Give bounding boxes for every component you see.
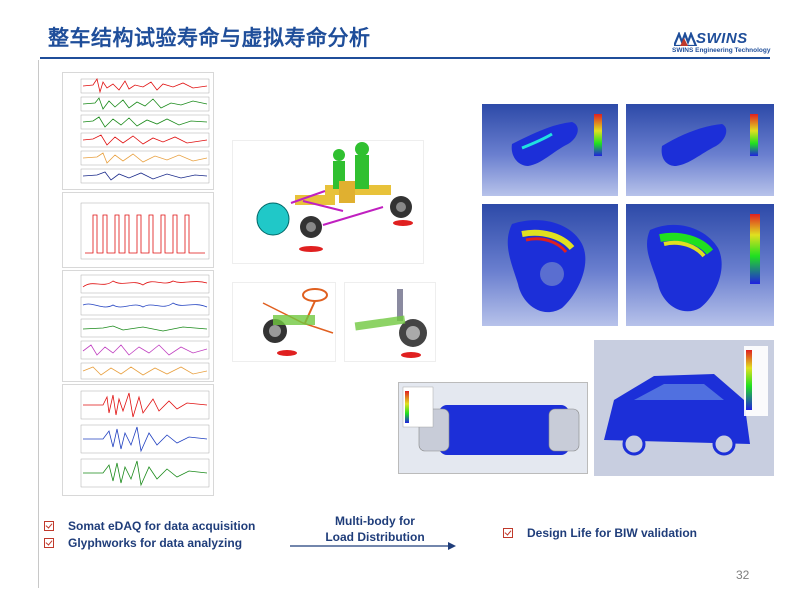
slide-title: 整车结构试验寿命与虚拟寿命分析: [48, 26, 371, 50]
checkbox-icon: [44, 538, 54, 548]
signal-panel-4: [62, 384, 214, 496]
knuckle-stress-image: [507, 220, 586, 313]
checkbox-icon: [503, 528, 513, 538]
logo-word: SWINS: [696, 30, 748, 47]
bullet-item: Somat eDAQ for data acquisition: [44, 518, 255, 534]
control-arm-stress-image: [511, 114, 602, 166]
multibody-steering-assembly: [232, 282, 336, 362]
flow-arrow-icon: [290, 542, 456, 550]
multibody-model-image: [233, 141, 423, 263]
fea-biw-side: [594, 340, 774, 476]
biw-side-image: [594, 340, 774, 476]
multibody-full-vehicle: [232, 140, 424, 264]
biw-underbody-image: [399, 383, 587, 473]
swins-logo: SWINS SWINS Engineering Technology: [672, 30, 772, 56]
fea-control-arm-2: [626, 104, 774, 196]
fea-knuckle-2: [626, 204, 774, 326]
control-arm-stress-image-2: [661, 114, 758, 166]
design-life-text: Design Life for BIW validation: [527, 526, 698, 540]
multibody-suspension-assembly: [344, 282, 436, 362]
steering-model-image: [233, 283, 335, 361]
bullet-text: Somat eDAQ for data acquisition: [68, 519, 256, 533]
signal-panel-3: [62, 270, 214, 382]
fea-control-arm-1: [482, 104, 618, 196]
page-number: 32: [736, 568, 750, 582]
checkbox-icon: [44, 521, 54, 531]
bullet-text: Glyphworks for data analyzing: [68, 536, 243, 550]
knuckle-stress-image-2: [647, 214, 760, 312]
suspension-model-image: [345, 283, 435, 361]
multibody-label-line1: Multi-body for: [335, 514, 415, 528]
left-divider: [38, 60, 39, 588]
swins-logo-icon: [674, 32, 698, 46]
strain-time-history-plots: [80, 78, 210, 184]
logo-subtitle: SWINS Engineering Technology: [672, 47, 771, 54]
bullet-item: Glyphworks for data analyzing: [44, 535, 255, 551]
design-life-bullet: Design Life for BIW validation: [503, 526, 697, 540]
signal-panel-2: [62, 192, 214, 268]
multibody-label-line2: Load Distribution: [325, 530, 425, 544]
signal-panel-1: [62, 72, 214, 190]
fea-biw-underbody: [398, 382, 588, 474]
title-rule: [40, 57, 770, 59]
fea-knuckle-1: [482, 204, 618, 326]
multibody-label: Multi-body for Load Distribution: [300, 513, 450, 545]
left-bullet-list: Somat eDAQ for data acquisition Glyphwor…: [44, 518, 255, 552]
load-signal-plots: [80, 274, 210, 380]
acceleration-signal-plots: [80, 390, 210, 488]
switch-signal-plot: [80, 202, 210, 260]
